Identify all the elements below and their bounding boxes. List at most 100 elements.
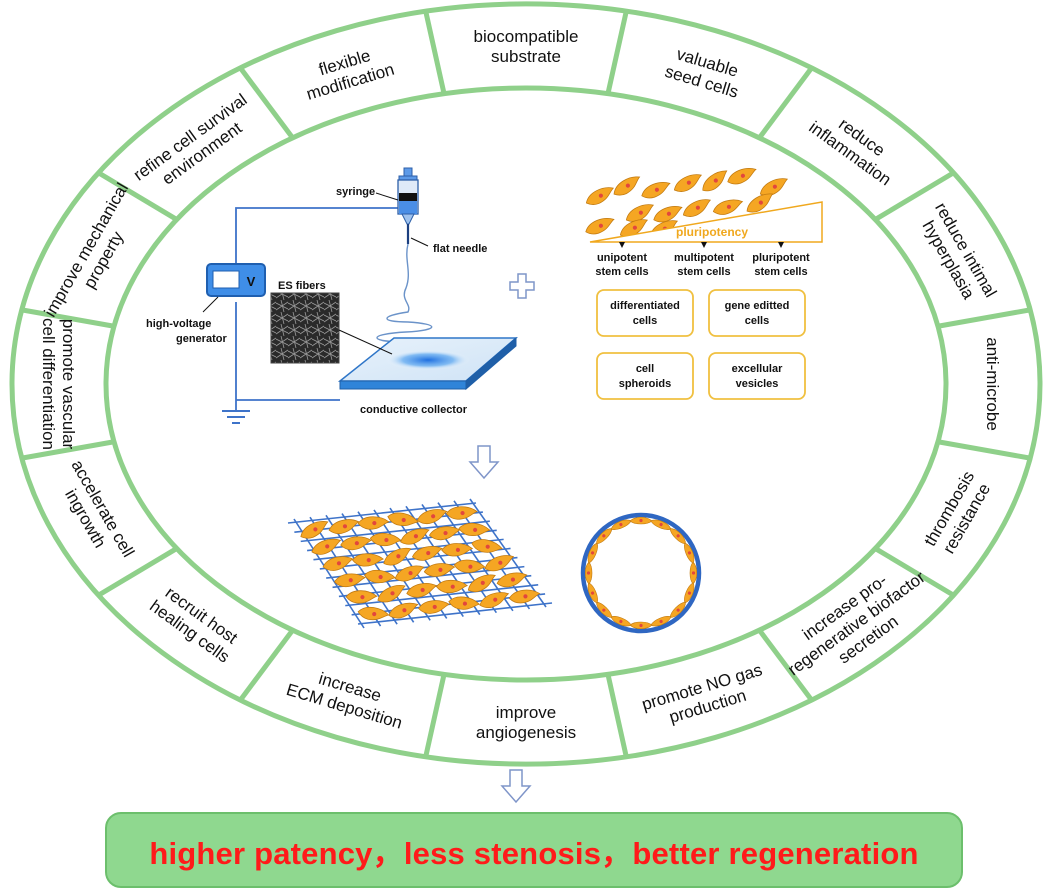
ring-band <box>9 1 1043 767</box>
vessel-lining-cells <box>584 516 698 630</box>
stem-cell-icon <box>641 182 671 199</box>
syringe-icon <box>397 167 419 244</box>
ring-segment-label: cell differentiation <box>39 318 58 450</box>
plus-icon <box>509 273 535 299</box>
stem-type-label-line-1: pluripotent <box>752 252 810 264</box>
ring-divider <box>605 673 629 758</box>
syringe-leader-line <box>375 192 399 201</box>
ring-divider <box>757 66 814 140</box>
stem-cell-icon <box>702 170 728 192</box>
stem-cell-icon <box>727 168 757 185</box>
mesh-cell-icon <box>406 583 438 598</box>
mesh-cell-icon <box>300 521 329 539</box>
needle-label: flat needle <box>433 243 487 255</box>
mesh-cell-icon <box>377 585 406 603</box>
mesh-cell-icon <box>418 600 450 614</box>
fibers-leader-line <box>338 329 393 355</box>
stem-type-label-line-2: stem cells <box>595 266 648 278</box>
cell-source-box: gene editted cells <box>708 289 806 337</box>
cell-source-label-line-1: gene editted <box>725 300 790 312</box>
mesh-cell-icon <box>508 589 541 604</box>
ring-segment-anti-microbe: anti-microbe <box>983 337 1002 431</box>
mesh-cell-icon <box>411 546 443 561</box>
cell-source-box: excellular vesicles <box>708 352 806 400</box>
cell-source-label-line-1: differentiated <box>610 300 680 312</box>
mesh-cell-icon <box>471 539 503 553</box>
mesh-cell-icon <box>328 519 360 534</box>
generator-display <box>212 270 240 289</box>
voltage-symbol: V <box>247 274 256 289</box>
mesh-cell-icon <box>334 573 366 588</box>
stem-cell-sheet <box>585 168 789 238</box>
mesh-cell-icon <box>357 606 390 621</box>
cell-seeded-fiber-mesh <box>287 498 553 629</box>
cell-source-box: differentiated cells <box>596 289 694 337</box>
stem-type-markers <box>619 242 784 248</box>
mesh-cell-icon <box>351 553 385 567</box>
ring-divider <box>238 628 295 702</box>
outcome-banner: higher patency，less stenosis，better rege… <box>105 812 963 888</box>
conductive-collector <box>337 336 519 391</box>
mesh-cell-icon <box>340 536 372 551</box>
ring-segment-label: anti-microbe <box>983 337 1002 431</box>
stem-cell-icon <box>682 199 712 217</box>
cell-source-boxes: differentiated cells gene editted cells cell… <box>596 289 806 400</box>
mesh-cell-icon <box>467 574 496 593</box>
mesh-cell-icon <box>311 538 342 555</box>
down-arrow-icon-bottom <box>500 769 532 804</box>
cell-source-label-line-2: cells <box>633 315 657 327</box>
needle-leader-line <box>410 237 429 247</box>
vessel-cell-icon <box>684 542 695 564</box>
cell-source-label-line-2: vesicles <box>736 378 779 390</box>
syringe-label: syringe <box>336 186 375 198</box>
mesh-cell-icon <box>364 569 396 584</box>
ring-segment-label: biocompatible <box>474 27 579 46</box>
ring-divider <box>937 307 1031 329</box>
ring-divider <box>423 10 447 95</box>
mesh-cell-icon <box>441 543 474 557</box>
ring-divider <box>605 10 629 95</box>
es-fibers-micrograph <box>270 292 340 364</box>
stem-cell-icon <box>653 206 683 223</box>
stem-type-label-line-2: stem cells <box>677 266 730 278</box>
ring-divider <box>97 546 179 598</box>
mesh-cell-icon <box>453 559 486 573</box>
mesh-cell-icon <box>496 572 528 588</box>
mesh-cell-icon <box>479 592 510 609</box>
mesh-cell-icon <box>428 526 461 541</box>
stem-cell-icon <box>673 174 703 192</box>
ring-divider <box>21 439 115 461</box>
mesh-cell-icon <box>388 602 419 619</box>
mesh-cell-icon <box>357 516 390 530</box>
stem-cell-icon <box>613 176 641 196</box>
ground-icon <box>222 410 250 424</box>
cell-source-label-line-1: cell <box>636 363 654 375</box>
cell-source-label-line-2: cells <box>745 315 769 327</box>
electrospinning-setup: V high-voltage generator syringe flat ne… <box>146 167 519 424</box>
stem-cell-icon <box>585 218 615 235</box>
fibers-label: ES fibers <box>278 280 326 292</box>
outcome-text: higher patency，less stenosis，better rege… <box>149 835 919 871</box>
ring-segment-label: angiogenesis <box>476 723 576 742</box>
cell-source-label-line-2: spheroids <box>619 378 672 390</box>
mesh-cell-icon <box>394 565 425 582</box>
mesh-cell-icon <box>345 590 378 604</box>
stem-type-label-line-1: multipotent <box>674 252 734 264</box>
cell-source-box: cell spheroids <box>596 352 694 400</box>
mesh-cell-icon <box>484 555 515 572</box>
ring-segment-label: promote vascular <box>59 319 78 450</box>
ring-dividers <box>21 10 1031 758</box>
cell-source-label-line-1: excellular <box>732 363 783 375</box>
ring-segment-label: improve <box>496 703 556 722</box>
ring-divider <box>238 66 295 140</box>
mesh-cell-icon <box>387 512 419 526</box>
ring-segment-label: substrate <box>491 47 561 66</box>
mesh-cell-icon <box>423 563 456 577</box>
